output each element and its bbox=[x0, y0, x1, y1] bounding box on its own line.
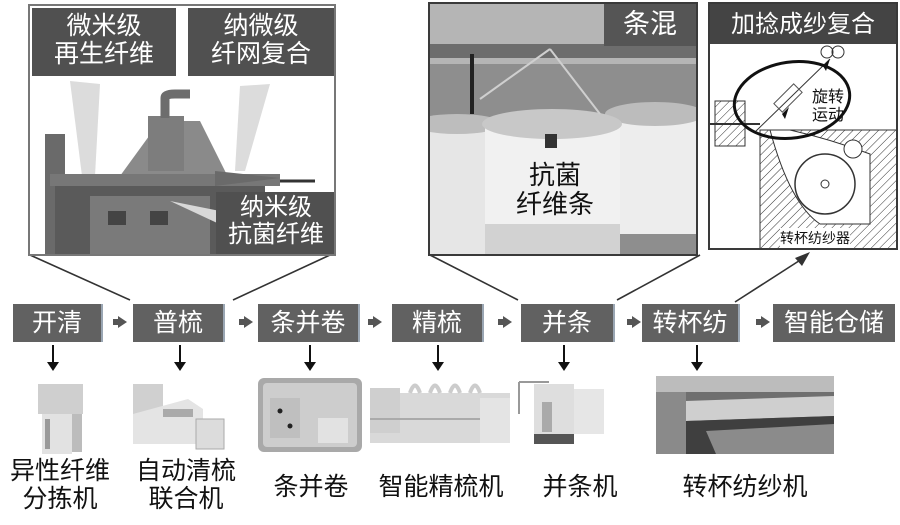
flow-arrow-icon bbox=[627, 316, 641, 328]
twist-composite-title: 加捻成纱复合 bbox=[710, 4, 896, 44]
step-opening-cleaning: 开清 bbox=[13, 304, 103, 342]
down-arrow-icon bbox=[691, 345, 703, 371]
rotor-spinner-label: 转杯纺纱器 bbox=[780, 228, 850, 248]
rotor-spinning-machine-photo bbox=[656, 376, 834, 454]
machine-label-drawing-frame: 并条机 bbox=[542, 472, 618, 501]
strip-cans-photo bbox=[430, 4, 696, 254]
flow-arrow-icon bbox=[756, 316, 770, 328]
step-carding: 普梳 bbox=[133, 304, 225, 342]
machine-label-smart-comber: 智能精梳机 bbox=[378, 472, 504, 501]
machine-label-blowing-carding-unit: 自动清梳 联合机 bbox=[135, 456, 236, 513]
drawing-frame-photo bbox=[518, 381, 604, 444]
connector-line bbox=[616, 254, 701, 301]
strip-mixing-panel: 条混 抗菌 纤维条 bbox=[428, 2, 698, 256]
nano-machine-panel: 微米级 再生纤维 纳微级 纤网复合 纳米级 抗菌纤维 bbox=[28, 4, 336, 256]
machine-label-lap-former: 条并卷 bbox=[273, 472, 349, 501]
connector-line bbox=[29, 254, 131, 301]
arrowhead-icon bbox=[795, 252, 810, 266]
flow-arrow-icon bbox=[368, 316, 382, 328]
antibacterial-sliver-label: 抗菌 纤维条 bbox=[515, 161, 594, 221]
step-drawing: 并条 bbox=[521, 304, 615, 342]
step-smart-storage: 智能仓储 bbox=[773, 304, 895, 342]
step-combing: 精梳 bbox=[392, 304, 484, 342]
down-arrow-icon bbox=[174, 345, 186, 371]
machine-label-fiber-sorter: 异性纤维 分拣机 bbox=[9, 456, 110, 513]
carding-machine-photo bbox=[133, 384, 225, 450]
down-arrow-icon bbox=[304, 345, 316, 371]
nano-micro-web-composite-callout: 纳微级 纤网复合 bbox=[188, 8, 334, 76]
machine-label-rotor-spinning-machine: 转杯纺纱机 bbox=[682, 472, 808, 501]
step-lap-forming: 条并卷 bbox=[258, 304, 360, 342]
connector-line bbox=[734, 256, 806, 303]
connector-line bbox=[232, 254, 331, 301]
down-arrow-icon bbox=[432, 345, 444, 371]
flow-arrow-icon bbox=[239, 316, 253, 328]
nano-antibacterial-fiber-callout: 纳米级 抗菌纤维 bbox=[216, 192, 334, 254]
down-arrow-icon bbox=[558, 345, 570, 371]
strip-mixing-title: 条混 bbox=[604, 4, 696, 46]
fiber-sorter-photo bbox=[38, 384, 83, 454]
twist-composite-panel: 加捻成纱复合 旋转 运动 转杯纺纱器 bbox=[708, 2, 898, 250]
rotor-spinning-diagram bbox=[710, 45, 896, 248]
rotation-motion-label: 旋转 运动 bbox=[812, 87, 845, 125]
flow-arrow-icon bbox=[113, 316, 127, 328]
flow-arrow-icon bbox=[498, 316, 512, 328]
lap-former-photo bbox=[258, 378, 362, 452]
down-arrow-icon bbox=[47, 345, 59, 371]
step-rotor-spinning: 转杯纺 bbox=[642, 304, 740, 342]
connector-line bbox=[429, 254, 519, 301]
micro-regenerated-fiber-callout: 微米级 再生纤维 bbox=[32, 8, 176, 76]
comber-photo bbox=[370, 383, 510, 443]
